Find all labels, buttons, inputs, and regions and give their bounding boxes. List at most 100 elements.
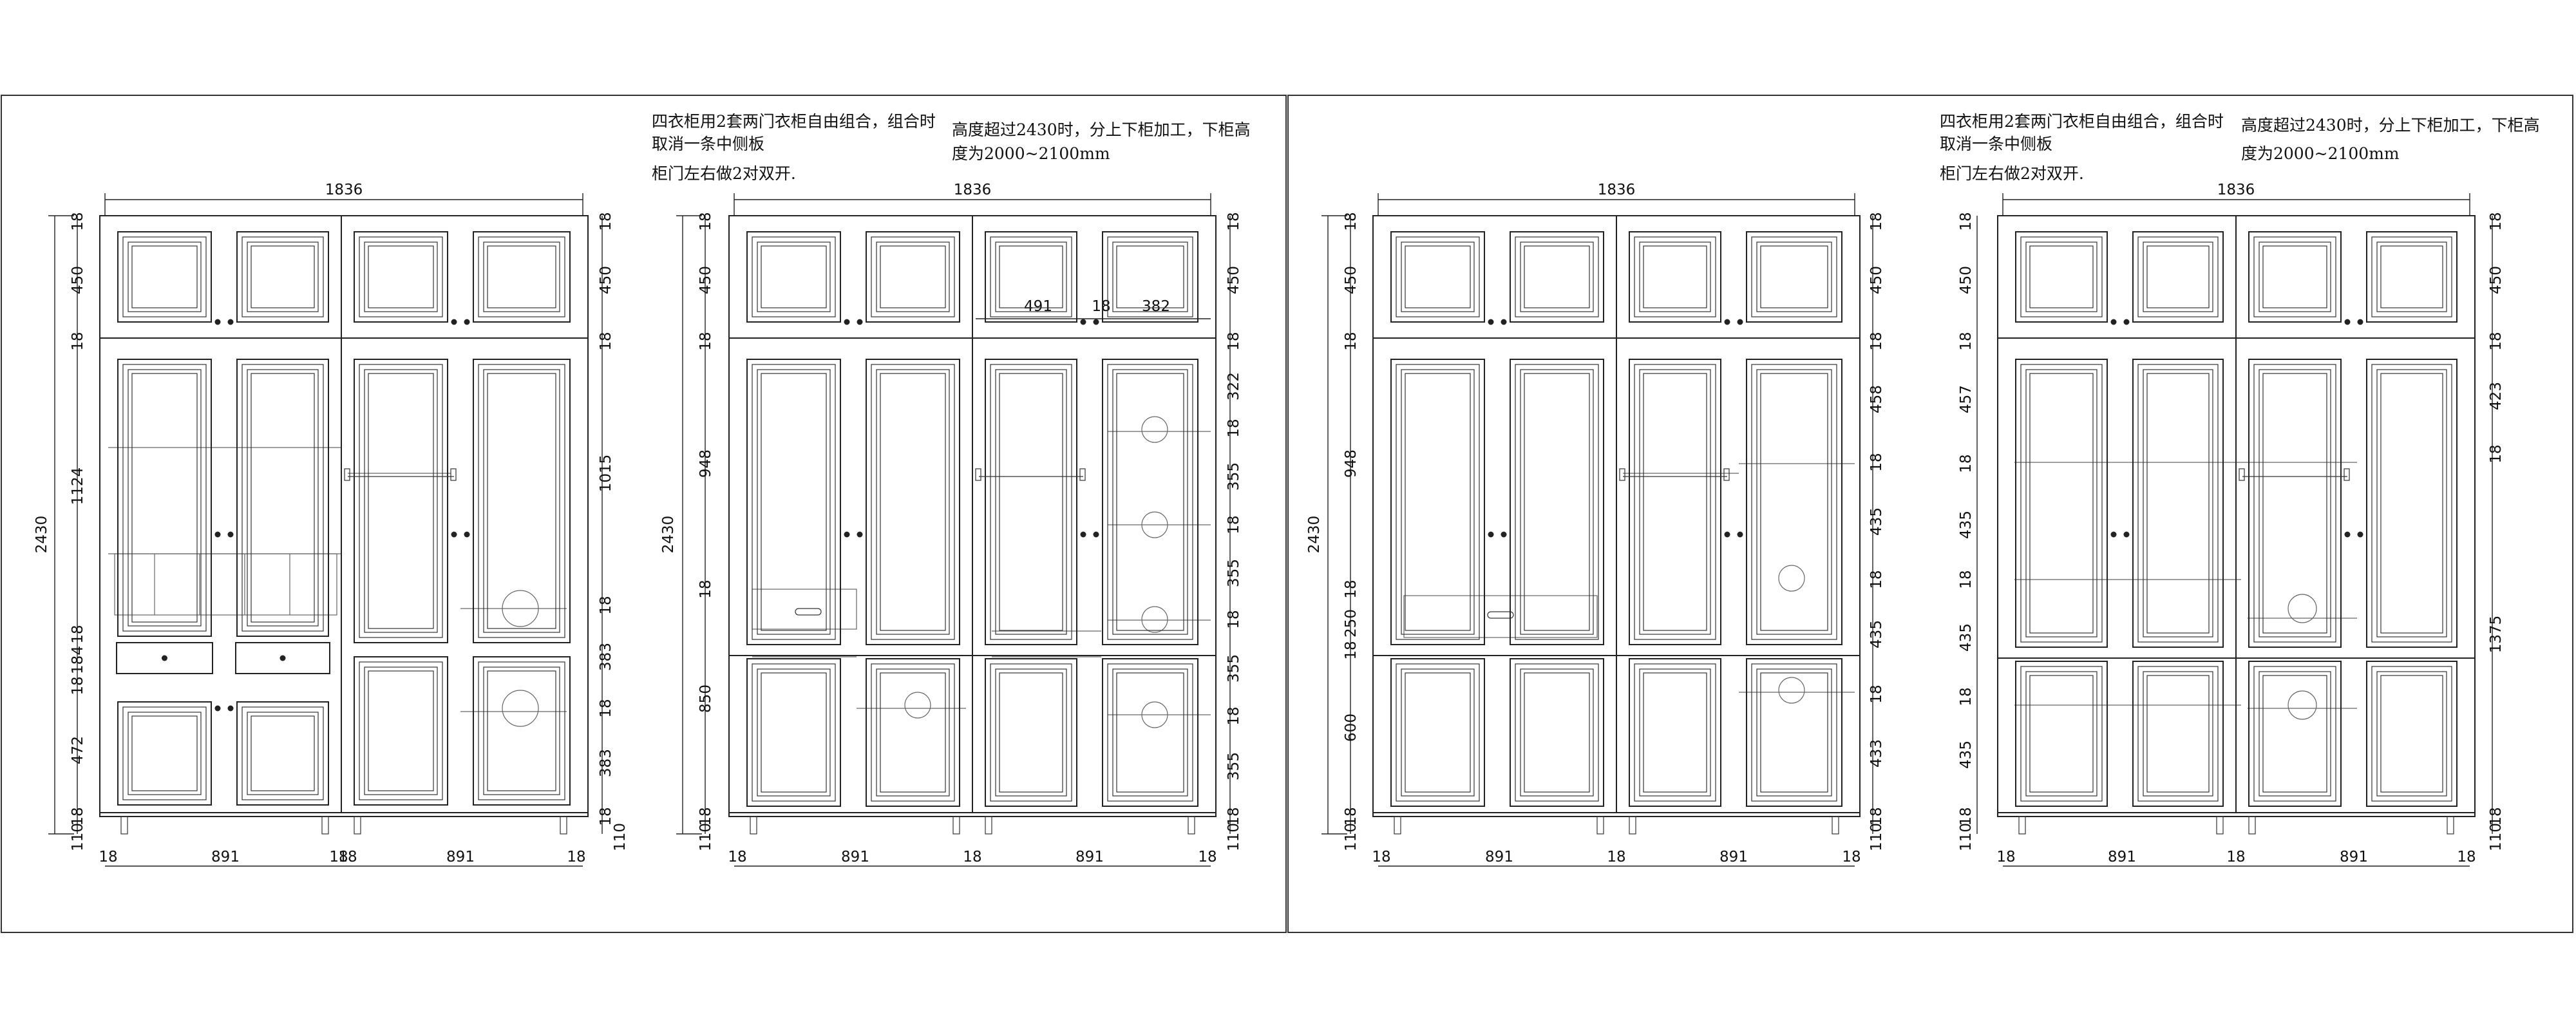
door-panel-inner xyxy=(876,668,950,797)
door-panel-inner xyxy=(2143,241,2213,312)
left-dim: 18 xyxy=(1343,212,1359,231)
door-knob xyxy=(2344,531,2351,538)
cabinet-door xyxy=(746,658,841,807)
left-dim: 110 xyxy=(70,823,86,851)
cabinet-door xyxy=(354,656,448,806)
bottom-dim: 891 xyxy=(1485,849,1513,865)
top-width-label: 1836 xyxy=(1598,182,1636,198)
door-panel-inner xyxy=(1112,668,1188,797)
cabinet-plinth xyxy=(1372,812,1861,817)
right-dim: 18 xyxy=(2488,444,2505,463)
note-line: 高度超过2430时，分上下柜加工，下柜高 xyxy=(952,120,1251,139)
cabinet-leg xyxy=(2248,816,2256,835)
left-dim: 18 xyxy=(70,625,86,643)
total-height-label: 2430 xyxy=(1306,516,1323,554)
left-dim: 18 xyxy=(1343,641,1359,659)
door-panel-inner xyxy=(128,241,202,312)
door-panel-core xyxy=(761,245,827,308)
note-line: 柜门左右做2对双开. xyxy=(652,164,796,183)
door-panel-inner xyxy=(1639,369,1711,635)
door-panel-frame xyxy=(2371,364,2452,643)
door-panel-frame xyxy=(752,364,836,640)
cabinet-door xyxy=(473,231,571,323)
right-dim: 18 xyxy=(1226,419,1242,437)
bottom-dim: 18 xyxy=(1198,849,1217,865)
left-dim: 250 xyxy=(1343,609,1359,638)
door-panel-frame xyxy=(1634,364,1716,640)
door-panel-frame xyxy=(990,364,1072,640)
right-dim: 435 xyxy=(1868,620,1885,648)
door-panel-frame xyxy=(242,706,324,800)
door-panel-core xyxy=(2380,675,2443,793)
door-panel-frame xyxy=(2137,666,2219,802)
door-panel-inner xyxy=(1520,369,1594,635)
door-panel-frame xyxy=(1751,236,1837,317)
right-dim: 383 xyxy=(598,749,614,777)
note-line: 取消一条中侧板 xyxy=(652,135,764,153)
door-knob xyxy=(2357,531,2363,538)
cabinet-door xyxy=(1510,231,1604,323)
cabinet-plinth xyxy=(99,812,589,817)
right-dim: 450 xyxy=(1226,266,1242,294)
door-panel-core xyxy=(131,245,198,308)
door-panel-core xyxy=(368,245,434,308)
door-panel-core xyxy=(2262,373,2327,634)
left-dim: 435 xyxy=(1958,623,1975,652)
total-height-label: 2430 xyxy=(660,516,677,554)
door-panel-frame xyxy=(752,663,836,802)
door-knob xyxy=(2110,319,2117,325)
left-dim: 110 xyxy=(697,823,714,851)
door-panel-frame xyxy=(478,661,565,800)
right-dim: 110 xyxy=(1868,823,1885,851)
cabinet-leg xyxy=(1832,816,1839,835)
door-knob xyxy=(1737,319,1743,325)
cabinet-leg xyxy=(952,816,960,835)
door-panel-core xyxy=(2146,675,2210,793)
rail-bracket xyxy=(2344,468,2350,481)
door-panel-inner xyxy=(364,369,438,633)
door-panel-inner xyxy=(364,666,438,795)
right-dim: 1015 xyxy=(598,455,614,493)
door-panel-frame xyxy=(1751,663,1837,802)
note-line: 度为2000~2100mm xyxy=(2241,144,2400,163)
cabinet-leg xyxy=(354,816,361,835)
cabinet-leg xyxy=(560,816,567,835)
rail-bracket xyxy=(1723,468,1730,481)
right-dim: 18 xyxy=(598,699,614,717)
cabinet-door xyxy=(236,231,329,323)
right-dim: 18 xyxy=(598,332,614,350)
cabinet-door xyxy=(117,701,212,806)
door-panel-frame xyxy=(2137,236,2219,317)
note-line: 四衣柜用2套两门衣柜自由组合，组合时 xyxy=(1940,112,2224,131)
door-panel-inner xyxy=(995,668,1067,797)
bottom-dim: 18 xyxy=(2457,849,2476,865)
door-panel-inner xyxy=(483,241,560,312)
right-dim: 18 xyxy=(2488,212,2505,231)
door-panel-core xyxy=(2262,675,2327,793)
door-panel-inner xyxy=(757,241,831,312)
sheet-frame-left xyxy=(1,95,1287,933)
door-panel-frame xyxy=(990,663,1072,802)
door-knob xyxy=(1724,531,1730,538)
door-panel-frame xyxy=(359,236,443,317)
door-knob xyxy=(2110,531,2117,538)
door-panel-inner xyxy=(2259,369,2331,638)
right-dim: 18 xyxy=(1868,212,1885,231)
right-dim: 18 xyxy=(1226,706,1242,725)
cabinet-door xyxy=(2248,231,2342,323)
door-panel-core xyxy=(1643,245,1707,308)
right-dim: 433 xyxy=(1868,739,1885,768)
door-panel-inner xyxy=(483,369,560,633)
door-panel-inner xyxy=(128,712,202,795)
door-panel-frame xyxy=(990,236,1072,317)
door-panel-frame xyxy=(122,236,207,317)
right-dim: 322 xyxy=(1226,372,1242,401)
left-dim: 18 xyxy=(1343,580,1359,598)
door-panel-core xyxy=(131,373,198,623)
cabinet-door xyxy=(236,701,329,806)
bottom-dim: 18 xyxy=(1842,849,1861,865)
cabinet-door xyxy=(2132,231,2224,323)
door-panel-core xyxy=(1524,245,1590,308)
right-dim: 18 xyxy=(1226,212,1242,231)
cabinet-door xyxy=(354,231,448,323)
